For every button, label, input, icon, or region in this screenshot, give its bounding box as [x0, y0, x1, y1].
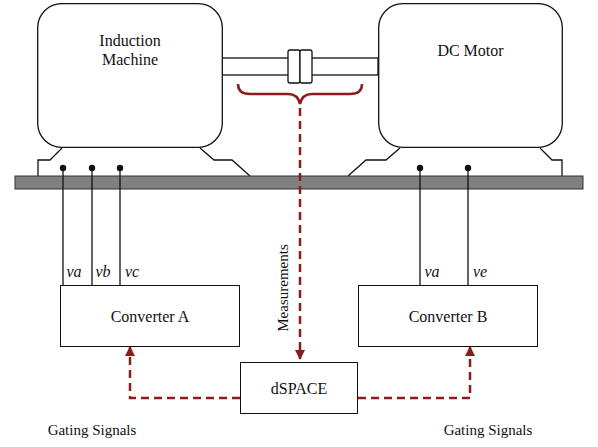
coupling — [300, 50, 312, 83]
machine-base — [348, 148, 400, 176]
node-text: DC Motor — [437, 41, 503, 60]
power-wire — [419, 168, 420, 285]
machine-outline — [37, 3, 223, 148]
signal-name: va — [64, 263, 83, 281]
node-text: Converter B — [409, 307, 488, 326]
converter-box: Converter B — [358, 285, 538, 347]
signal-name: va — [422, 263, 441, 281]
machine-base — [38, 148, 62, 176]
converter-box: Converter A — [60, 285, 240, 347]
node-text: Converter A — [111, 307, 190, 326]
signal-name: ve — [471, 263, 489, 281]
machine-body — [38, 4, 223, 148]
signal-name: vb — [93, 263, 112, 281]
signal-name: vc — [123, 263, 141, 281]
edge-label: Gating Signals — [46, 421, 139, 439]
node-text: Induction Machine — [70, 31, 190, 69]
node-text: dSPACE — [271, 379, 327, 398]
controller-box: dSPACE — [240, 362, 358, 414]
measurement-bracket — [238, 84, 362, 104]
dc-motor: DC Motor — [378, 3, 563, 168]
machine-outline — [378, 3, 563, 148]
signal-arrow — [130, 347, 240, 398]
machine-body — [379, 4, 563, 148]
measurement-label: Measurements — [274, 242, 292, 333]
coupling — [288, 50, 300, 83]
machine-base — [540, 148, 562, 176]
machine-base — [200, 148, 250, 176]
power-wire — [467, 168, 468, 285]
edge-label: Gating Signals — [442, 421, 535, 439]
measurement-arrow — [299, 108, 302, 359]
power-wire — [119, 168, 120, 285]
induction-machine: Induction Machine — [37, 3, 223, 168]
signal-arrow — [358, 347, 470, 398]
